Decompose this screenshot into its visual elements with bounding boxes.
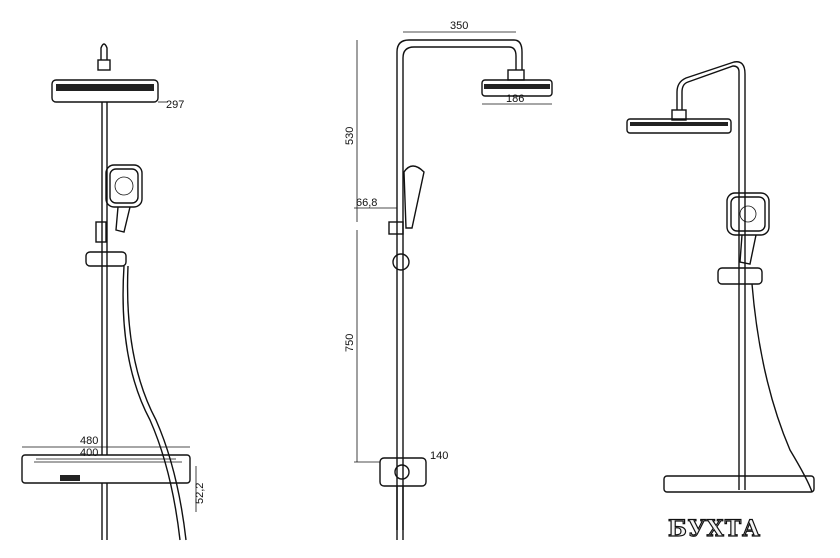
iso-riser-outer: [681, 65, 740, 490]
side-dim-upper-height: 530: [344, 127, 356, 145]
side-head-plate: [484, 84, 550, 89]
iso-slider: [717, 267, 763, 285]
iso-hand-shower-face: [730, 196, 766, 232]
side-dim-arm-reach: 350: [450, 20, 468, 32]
front-slider: [85, 251, 127, 267]
iso-head-plate: [630, 122, 728, 126]
front-hose-2: [126, 265, 187, 541]
side-view: 350 186 530 66,8 750 140: [344, 20, 553, 540]
front-hand-shower-face: [109, 168, 139, 204]
side-dim-holder-offset: 66,8: [356, 197, 377, 209]
iso-hand-shower-center: [739, 205, 757, 223]
iso-shelf: [663, 475, 815, 493]
iso-riser-inner: [676, 61, 746, 490]
front-hose: [122, 265, 181, 541]
front-dim-shelf-height: 52,2: [194, 483, 206, 504]
front-hand-shower: [105, 164, 143, 208]
front-dim-shelf-outer: 480: [80, 435, 98, 447]
iso-overhead-head: [626, 118, 732, 134]
side-head-neck: [507, 69, 525, 81]
side-thermostat-knob: [394, 464, 410, 480]
side-slider: [392, 253, 410, 271]
front-hand-holder: [95, 221, 107, 243]
side-dim-body-depth: 140: [430, 450, 448, 462]
side-dim-head-diameter: 186: [506, 93, 524, 105]
iso-head-neck: [671, 109, 687, 121]
side-riser-inner: [402, 46, 517, 530]
front-view: 297 480 400 52,2: [21, 43, 206, 541]
side-dim-lower-height: 750: [344, 334, 356, 352]
front-head-neck: [97, 59, 111, 71]
front-overhead-head: [51, 79, 159, 103]
side-hand-holder: [388, 221, 404, 235]
side-overhead-head: [481, 79, 553, 97]
iso-hand-shower: [726, 192, 770, 236]
front-dim-shelf-inner: 400: [80, 447, 98, 459]
side-hand-shower: [403, 165, 425, 229]
front-top-connector: [100, 43, 108, 60]
front-control-knob: [60, 475, 80, 481]
front-head-plate: [56, 84, 154, 91]
watermark-logo: БУХТА: [668, 516, 761, 542]
front-hand-shower-handle: [115, 206, 131, 233]
front-shelf: [21, 454, 191, 484]
front-dim-head-width: 297: [166, 99, 184, 111]
side-riser-outer: [396, 39, 523, 530]
front-hand-shower-center: [114, 176, 134, 196]
iso-hand-shower-handle: [739, 234, 757, 265]
iso-hose: [751, 283, 813, 493]
perspective-view: [626, 61, 815, 493]
